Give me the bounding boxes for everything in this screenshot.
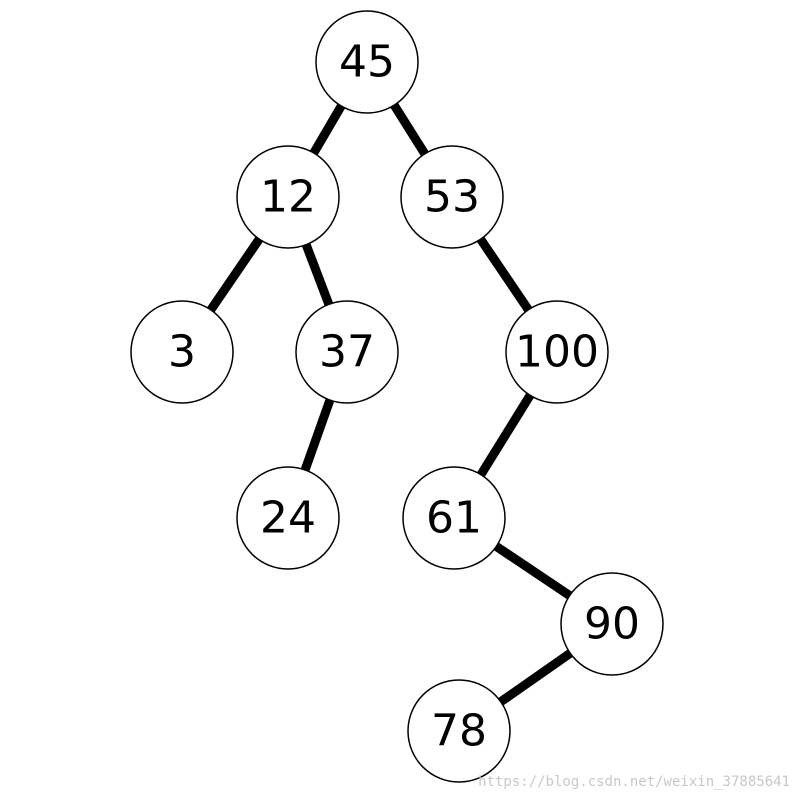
tree-node-100: 100: [505, 300, 609, 404]
tree-node-37: 37: [295, 300, 399, 404]
node-label: 3: [168, 327, 196, 378]
tree-node-53: 53: [400, 145, 504, 249]
node-circle: [236, 466, 340, 570]
node-label: 45: [339, 37, 395, 88]
node-label: 61: [426, 493, 482, 544]
node-circle: [560, 572, 664, 676]
tree-node-61: 61: [402, 466, 506, 570]
tree-node-12: 12: [236, 145, 340, 249]
node-label: 37: [319, 327, 375, 378]
tree-node-90: 90: [560, 572, 664, 676]
node-circle: [130, 300, 234, 404]
node-label: 90: [584, 599, 640, 650]
tree-node-3: 3: [130, 300, 234, 404]
node-label: 24: [260, 493, 316, 544]
tree-node-78: 78: [407, 679, 511, 783]
node-label: 100: [515, 327, 599, 378]
node-circle: [295, 300, 399, 404]
watermark: https://blog.csdn.net/weixin_37885641: [478, 774, 790, 790]
node-label: 78: [431, 706, 487, 757]
tree-node-45: 45: [315, 10, 419, 114]
node-label: 53: [424, 172, 480, 223]
node-circle: [315, 10, 419, 114]
node-circle: [505, 300, 609, 404]
nodes-layer: 45 12 53 3 37 100 24 61 90 78: [130, 10, 664, 783]
node-label: 12: [260, 172, 316, 223]
node-circle: [236, 145, 340, 249]
node-circle: [400, 145, 504, 249]
node-circle: [407, 679, 511, 783]
tree-node-24: 24: [236, 466, 340, 570]
node-circle: [402, 466, 506, 570]
